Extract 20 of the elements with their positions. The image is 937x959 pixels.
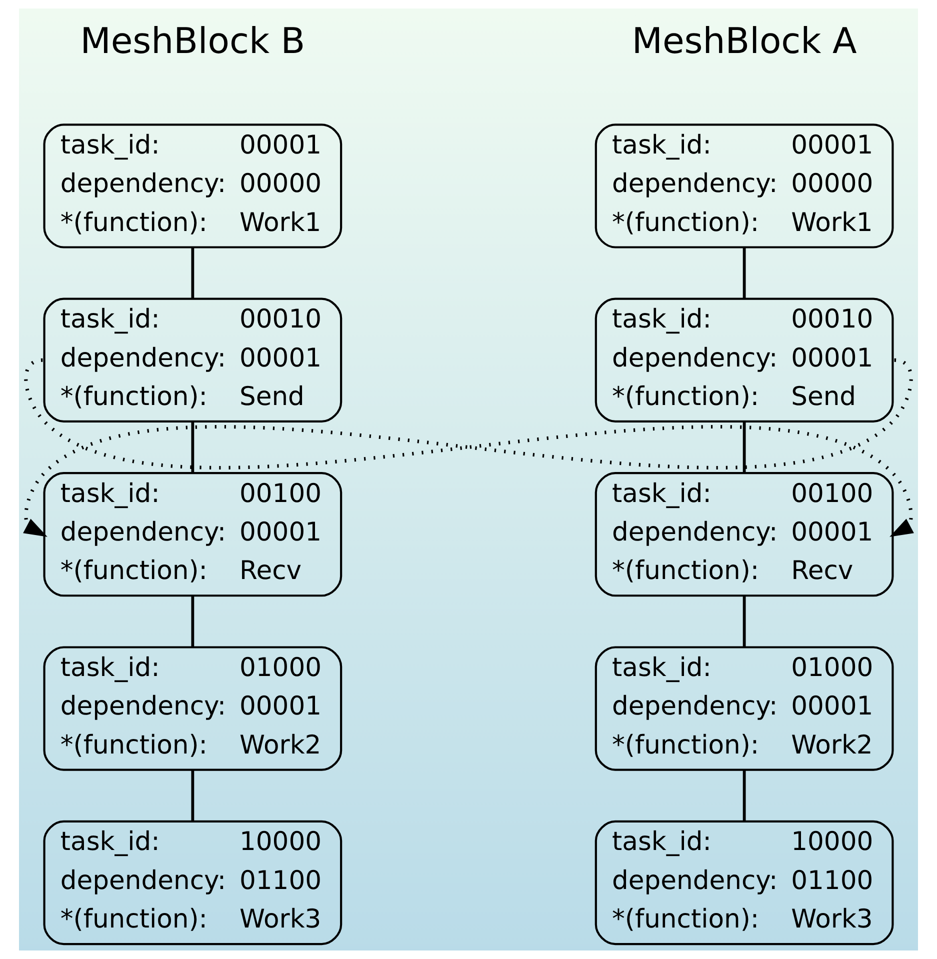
connector [742,596,746,648]
node-box: task_id: 01000 dependency: 00001 *(function): Work2 [594,646,894,771]
label: MeshBlock A [632,21,857,62]
node-box: task_id: 00001 dependency: 00000 *(function): Work1 [43,124,342,248]
connector [191,247,194,299]
connector [742,247,746,299]
label: MeshBlock B [80,21,306,62]
connector [191,596,194,648]
node-box: task_id: 00010 dependency: 00001 *(function): Send [43,298,342,422]
node-box: task_id: 10000 dependency: 01100 *(function): Work3 [43,820,342,946]
connector [742,421,746,474]
node-box: task_id: 01000 dependency: 00001 *(function): Work2 [43,646,342,771]
node-box: task_id: 00001 dependency: 00000 *(function): Work1 [594,124,894,248]
node-box: task_id: 00100 dependency: 00001 *(function): Recv [43,472,342,597]
node-box: task_id: 00100 dependency: 00001 *(function): Recv [594,472,894,597]
connector [742,770,746,822]
node-box: task_id: 00010 dependency: 00001 *(function): Send [594,298,894,422]
connector [191,770,194,822]
connector [191,421,194,474]
node-box: task_id: 10000 dependency: 01100 *(function): Work3 [594,820,894,946]
